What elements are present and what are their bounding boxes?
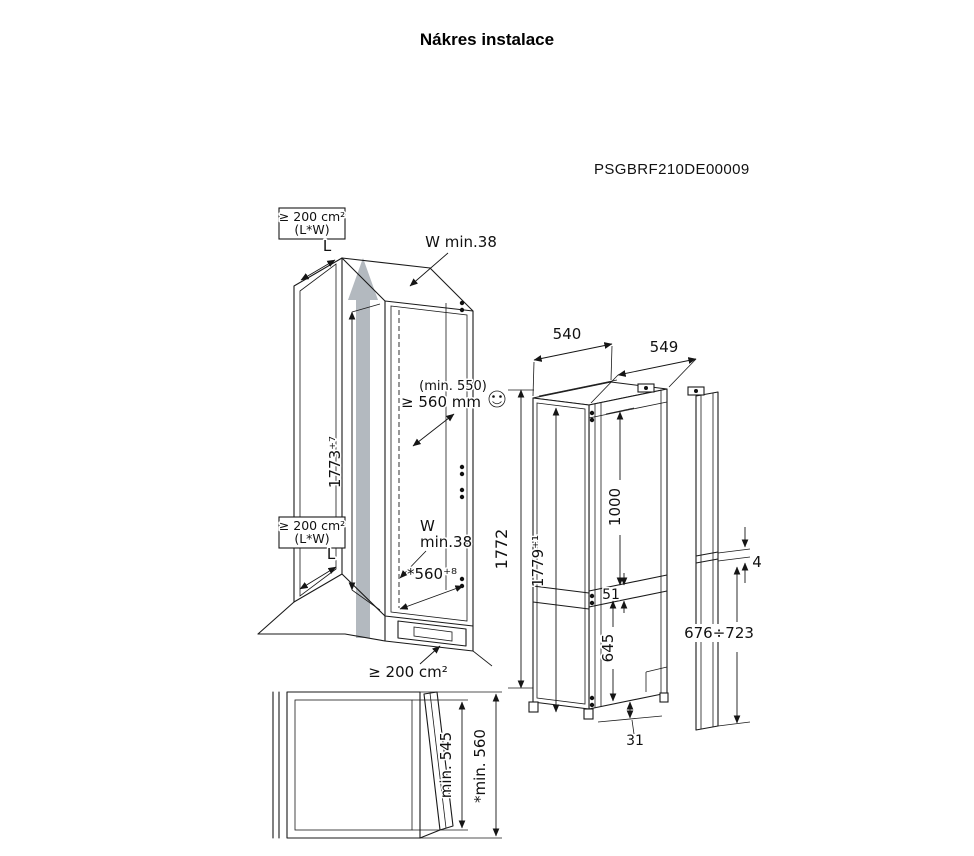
depth-min-note-label2: ≥ 560 mm xyxy=(401,393,481,411)
dim-w-min38-bottom-label: W xyxy=(420,517,435,535)
vent-area-bottom-label: ≥ 200 cm² xyxy=(279,518,345,533)
page-title: Nákres instalace xyxy=(419,30,555,49)
appliance-foot xyxy=(583,708,594,720)
vent-area-bottom-label2: (L*W) xyxy=(294,531,329,546)
dim-1000-label: 1000 xyxy=(606,488,624,526)
dim-645-label: 645 xyxy=(599,634,617,663)
airflow-arrow xyxy=(348,258,378,638)
dim-1773-label: 1773⁺⁷ xyxy=(326,436,344,488)
dim-560-depth-label: *560⁺⁸ xyxy=(407,565,457,583)
decor-panel-drawing: 4 676÷723 xyxy=(683,386,763,731)
dim-w-min38-top-label: W min.38 xyxy=(425,233,497,251)
dim-w-min38-bottom-label2: min.38 xyxy=(420,533,472,551)
vent-area-top-label: ≥ 200 cm² xyxy=(279,209,345,224)
dim-1779-label: 1779⁺¹ xyxy=(529,535,547,587)
dim-31-label: 31 xyxy=(626,733,644,749)
appliance-foot xyxy=(659,692,669,703)
plinth-vent-slot xyxy=(413,626,453,642)
dim-min545-label: min. 545 xyxy=(437,732,455,798)
appliance-drawing xyxy=(528,379,669,723)
dim-549-label: 549 xyxy=(650,338,679,356)
top-view-drawing: min. 545 *min. 560 xyxy=(272,691,502,839)
dim-51-label: 51 xyxy=(602,587,620,603)
appliance-dimensions: 549 1779⁺¹ 1000 51 645 31 xyxy=(528,337,697,751)
top-view-open-door xyxy=(423,691,454,831)
dim-min560-label: *min. 560 xyxy=(471,729,489,803)
dim-L-top-label: L xyxy=(323,237,332,255)
appliance-hinge-marks xyxy=(589,410,595,708)
plinth-vent-grille xyxy=(397,620,467,647)
depth-min-note-label: (min. 550) xyxy=(419,379,487,394)
vent-area-top-label2: (L*W) xyxy=(294,222,329,237)
vent-area-box-top xyxy=(278,207,346,240)
base-vent-label: ≥ 200 cm² xyxy=(368,663,448,681)
drawing-code: PSGBRF210DE00009 xyxy=(594,161,750,178)
top-view-cabinet xyxy=(286,691,421,839)
hinge-marks xyxy=(459,300,465,589)
dim-L-bottom-label: L xyxy=(327,545,336,563)
appliance-foot xyxy=(528,701,539,713)
vent-area-box-bottom xyxy=(278,516,346,549)
dim-676-723-label: 676÷723 xyxy=(684,624,754,642)
dim-540-label: 540 xyxy=(553,325,582,343)
niche-drawing xyxy=(257,257,493,667)
dim-1772-label: 1772 xyxy=(492,529,511,570)
smiley-face-icon xyxy=(488,390,506,408)
dim-4-label: 4 xyxy=(752,553,762,571)
niche-dimensions: ≥ 200 cm² (L*W) L W min.38 1773⁺⁷ ≥ 200 … xyxy=(277,207,613,689)
